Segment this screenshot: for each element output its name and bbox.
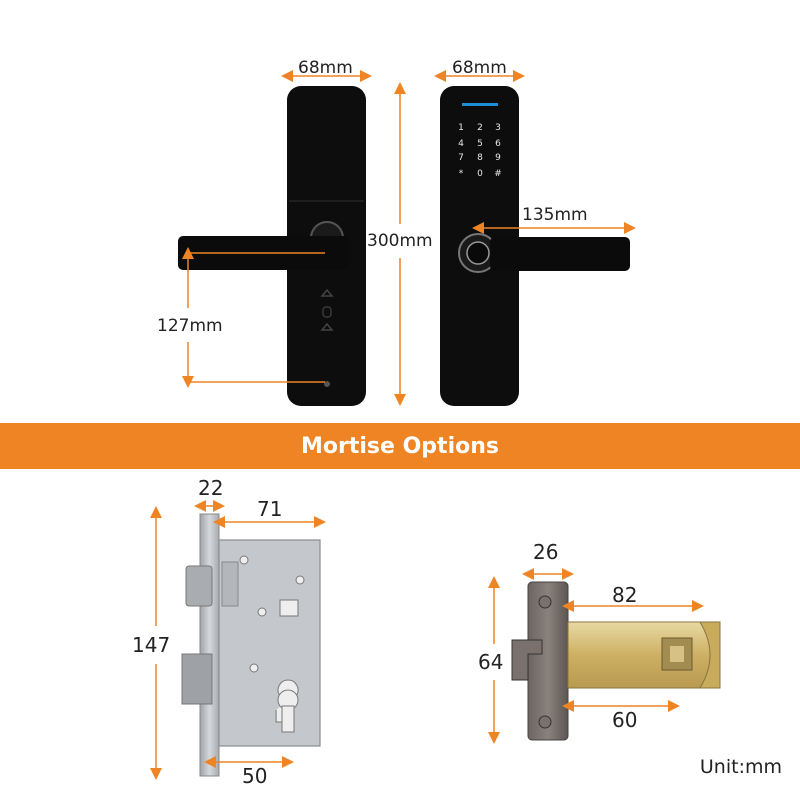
mortise-a-depth-label: 71 [257,497,283,521]
keypad-key: 7 [458,153,464,163]
mortise-b [511,581,721,741]
keypad-key: * [459,169,464,179]
keypad-key: 6 [495,139,501,149]
front-width-label: 68mm [298,58,353,78]
mortise-b-dimension-lines [488,568,704,744]
mortise-a-height-label: 147 [132,633,171,657]
handle-spacing-label: 127mm [157,316,223,336]
mortise-b-faceplate-label: 26 [533,540,559,564]
handle-length-label: 135mm [522,205,588,225]
mortise-b-depth-label: 82 [612,583,638,607]
keypad-key: 3 [495,123,501,133]
mortise-a-dimension-lines [150,500,326,780]
mortise-b-backset-label: 60 [612,708,638,732]
back-lock [440,86,630,406]
back-width-label: 68mm [452,58,507,78]
unit-label: Unit:mm [699,756,782,778]
mortise-a-backset-label: 50 [242,764,268,788]
mortise-options-banner: Mortise Options [0,423,800,469]
mortise-b-height-label: 64 [478,650,504,674]
keypad-key: 2 [477,123,483,133]
keypad-key: 0 [477,169,483,179]
keypad-key: 5 [477,139,483,149]
keypad-key: # [494,169,502,179]
keypad-key: 1 [458,123,464,133]
keypad-key: 4 [458,139,464,149]
keypad-key: 8 [477,153,483,163]
top-dimension-lines [182,70,636,406]
banner-title: Mortise Options [301,433,499,459]
mortise-a [181,513,321,777]
height-label: 300mm [367,231,433,251]
front-lock [178,86,366,406]
keypad-key: 9 [495,153,501,163]
mortise-a-faceplate-label: 22 [198,476,224,500]
keypad: 1 2 3 4 5 6 7 8 9 * 0 # [458,123,502,179]
